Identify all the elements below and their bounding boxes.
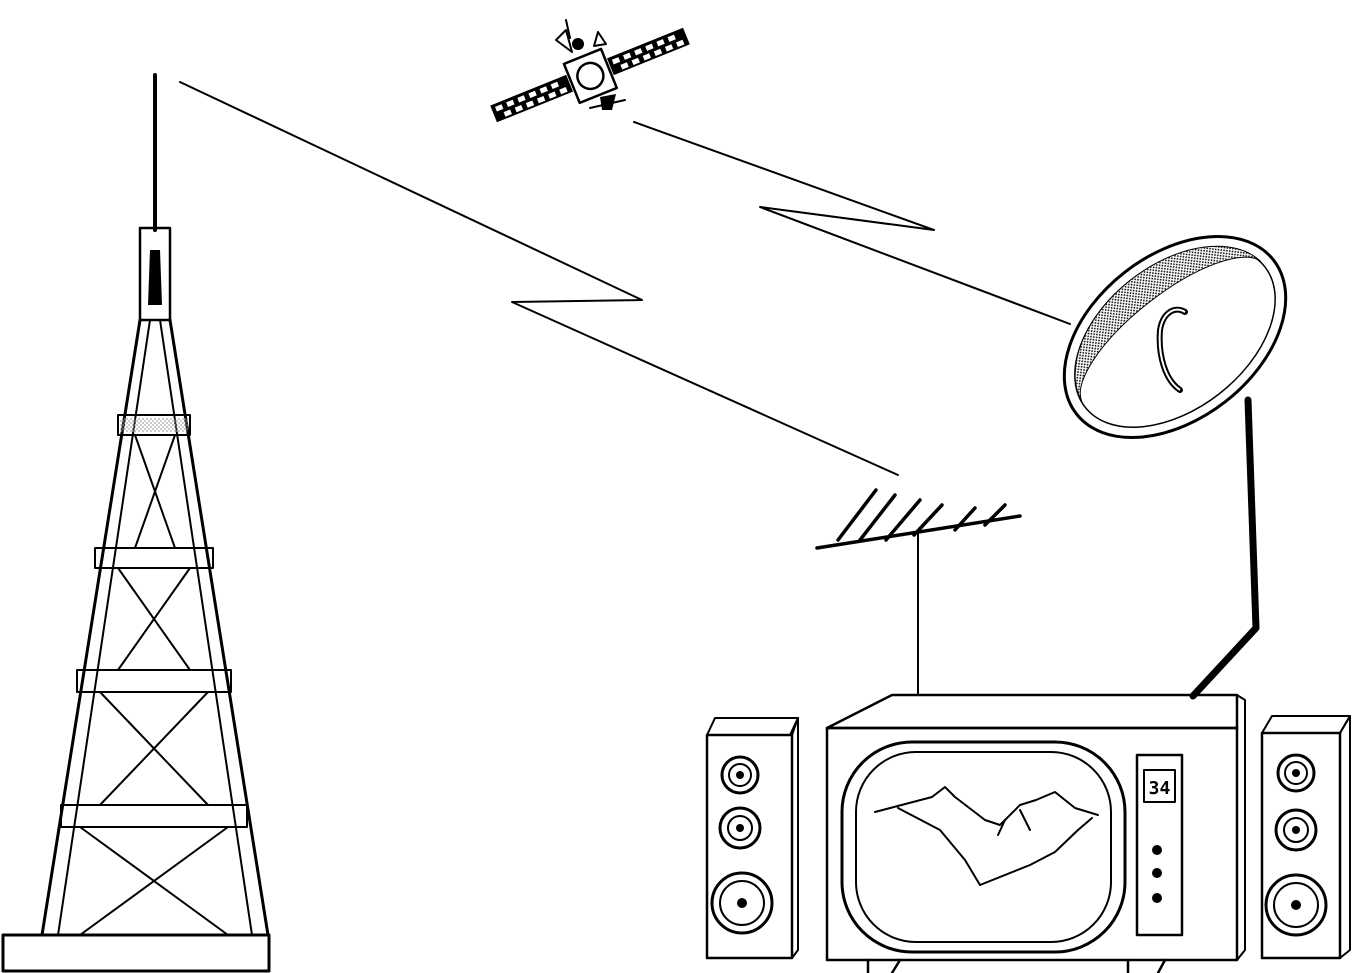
satellite-signal [633, 121, 1071, 325]
right-speaker [1260, 715, 1351, 960]
television: 34 [825, 693, 1246, 973]
rooftop-antenna [815, 488, 1022, 696]
terrestrial-signal [179, 81, 899, 476]
left-speaker [705, 717, 799, 960]
transmission-tower [1, 73, 271, 973]
tower-braces [60, 414, 248, 828]
satellite-dish [1062, 235, 1288, 700]
satellite [490, 19, 690, 123]
left-speaker-drivers [710, 755, 774, 935]
right-speaker-drivers [1264, 753, 1328, 937]
tower-cross-bracing [79, 434, 229, 936]
screen-mountain-landscape [874, 786, 1099, 886]
channel-display: 34 [1149, 778, 1171, 799]
